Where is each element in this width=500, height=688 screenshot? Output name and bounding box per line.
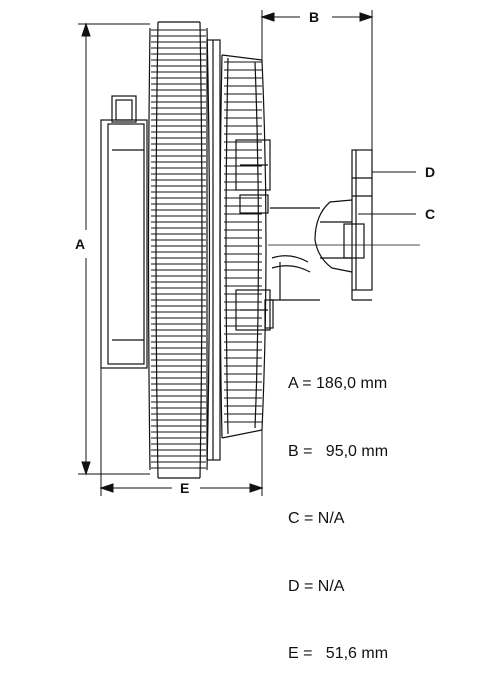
hub-details [235,139,274,331]
spec-b: B = 95,0 mm [288,442,389,460]
dimension-b [260,10,374,152]
label-c: C [425,206,436,222]
spec-c: C = N/A [288,510,345,527]
shaft [270,207,320,301]
spec-d: D = N/A [288,577,345,595]
dimension-a [78,22,150,476]
label-b: B [309,9,320,25]
label-d: D [425,164,436,180]
label-a: A [75,236,86,252]
mounting-plate [100,95,148,369]
label-e: E [180,480,190,496]
dimension-spec-list: A = 186,0 mm B = 95,0 mm C = N/A D = N/A… [288,328,388,688]
front-flange [314,149,373,301]
fan-clutch-drawing [78,10,420,496]
fin-lines-outer [151,29,206,469]
fin-lines-inner [224,61,262,423]
dimension-e [99,368,264,496]
spec-e: E = 51,6 mm [288,645,389,662]
spec-a: A = 186,0 mm [288,375,388,392]
